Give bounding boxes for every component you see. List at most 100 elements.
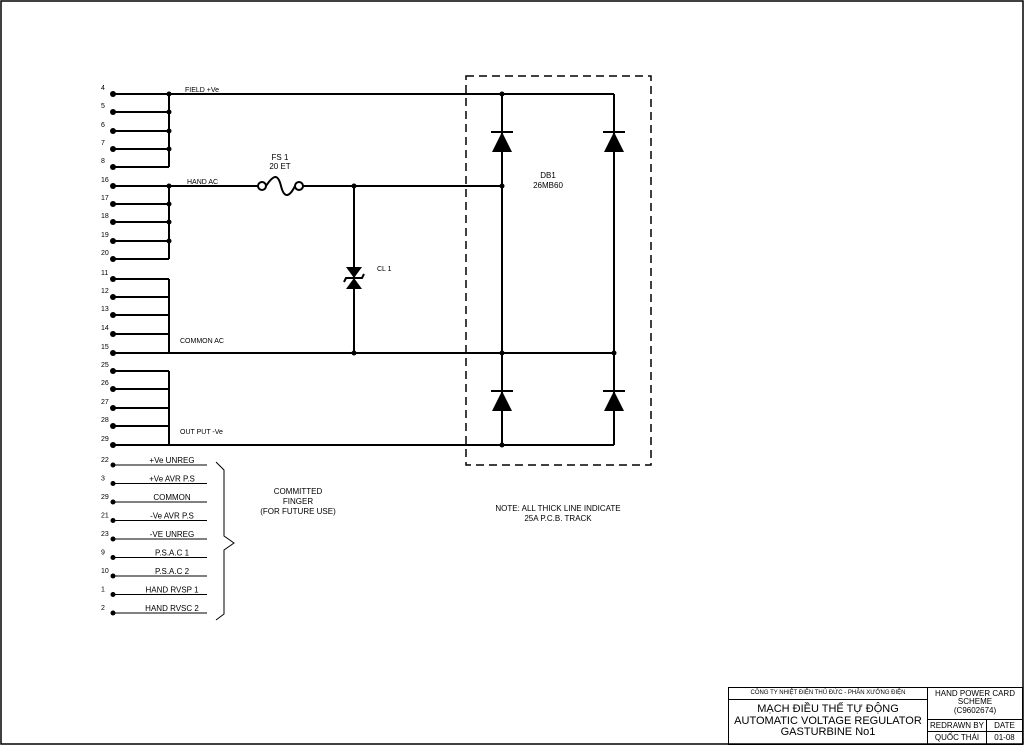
bridge-ref: DB1 [540,171,556,180]
pin-terminal [110,462,116,468]
bridge-part: 26MB60 [533,181,563,190]
pin-terminal [110,442,116,448]
title-vn: MẠCH ĐIỀU THẾ TỰ ĐỘNG [757,703,899,715]
net-label-hand-ac: HAND AC [187,179,218,186]
pin-number: 27 [101,399,109,406]
junction-dot [499,350,505,356]
pin-number: 15 [101,344,109,351]
junction-dot [499,442,505,448]
pin-terminal [110,518,116,523]
committed-pin-label: -Ve AVR P.S [150,512,194,521]
committed-note-2: FINGER [283,497,313,506]
junction-dot [499,183,505,189]
pin-terminal [110,499,116,505]
pin-terminal [110,201,116,207]
sheet-sub-text: SCHEME [957,697,993,707]
junction-dot [611,350,617,356]
pin-number: 12 [101,288,109,295]
fuse-value: 20 ET [269,162,290,171]
date-value: 01-08 [986,731,1023,745]
committed-pin-label: HAND RVSC 2 [145,604,199,613]
committed-pin-label: P.S.A.C 2 [155,567,190,576]
committed-pin-label: COMMON [153,493,191,502]
pin-number: 19 [101,232,109,239]
committed-pin-label: +Ve UNREG [149,456,194,465]
bridge-diode [603,131,625,152]
zener-diode-cl1 [343,267,365,289]
pin-terminal [110,109,116,115]
pin-terminal [110,536,116,542]
net-label-output: OUT PUT -Ve [180,429,223,436]
committed-pin-number: 10 [101,568,109,575]
junction-dot [499,91,505,97]
pin-terminal [110,555,116,560]
pin-terminal [110,368,116,374]
pin-terminal [110,481,116,486]
pin-number: 20 [101,250,109,257]
pin-terminal [110,331,116,337]
redrawn-by: QUỐC THÁI [927,731,987,745]
pin-number: 8 [101,158,105,165]
sheet-title: HAND POWER CARD SCHEME (C9602674) [927,687,1023,720]
pin-terminal [110,276,116,282]
junction-dot [166,219,172,225]
pin-terminal [110,405,116,411]
zener-ref: CL 1 [377,266,392,273]
committed-pin-label: P.S.A.C 1 [155,549,190,558]
title-unit: GASTURBINE No1 [780,726,876,739]
pin-terminal [110,128,116,134]
pin-terminal [110,146,116,152]
fuse-ref: FS 1 [272,153,289,162]
committed-note-3: (FOR FUTURE USE) [260,507,336,516]
pin-terminal [110,386,116,392]
junction-dot [166,109,172,115]
pin-number: 28 [101,417,109,424]
bridge-outline [465,75,652,466]
pin-number: 25 [101,362,109,369]
title-main: MẠCH ĐIỀU THẾ TỰ ĐỘNG AUTOMATIC VOLTAGE … [728,699,928,745]
committed-note-1: COMMITTED [274,487,323,496]
brace [215,461,235,621]
pin-number: 6 [101,122,105,129]
pin-terminal [110,91,116,97]
junction-dot [166,238,172,244]
pin-terminal [110,219,116,225]
pin-number: 13 [101,306,109,313]
committed-pin-label: +Ve AVR P.S [149,475,195,484]
note-line-2: 25A P.C.B. TRACK [524,514,592,523]
committed-pin-number: 3 [101,476,105,483]
pin-terminal [110,183,116,189]
note-line-1: NOTE: ALL THICK LINE INDICATE [495,504,620,513]
bridge-diode [603,390,625,411]
pin-number: 16 [101,177,109,184]
committed-pin-number: 2 [101,605,105,612]
committed-pin-number: 9 [101,550,105,557]
pin-number: 18 [101,213,109,220]
pin-number: 29 [101,436,109,443]
bridge-diode [491,131,513,152]
fuse-fs1 [257,176,304,196]
pin-number: 14 [101,325,109,332]
sheet-title-text: HAND POWER CARD [934,689,1015,698]
committed-pin-number: 23 [101,531,109,538]
pin-terminal [110,350,116,356]
pin-number: 17 [101,195,109,202]
committed-pin-label: HAND RVSP 1 [145,586,199,595]
pin-number: 7 [101,140,105,147]
pin-terminal [110,256,116,262]
pin-terminal [110,592,116,597]
committed-pin-number: 29 [101,494,109,501]
pin-terminal [110,164,116,170]
net-label-common-ac: COMMON AC [180,338,224,345]
pin-number: 26 [101,380,109,387]
junction-dot [351,350,357,356]
pin-number: 4 [101,85,105,92]
pin-terminal [110,610,116,616]
committed-pin-number: 21 [101,513,109,520]
bridge-diode [491,390,513,411]
committed-pin-number: 22 [101,457,109,464]
pin-terminal [110,294,116,300]
pin-terminal [110,238,116,244]
